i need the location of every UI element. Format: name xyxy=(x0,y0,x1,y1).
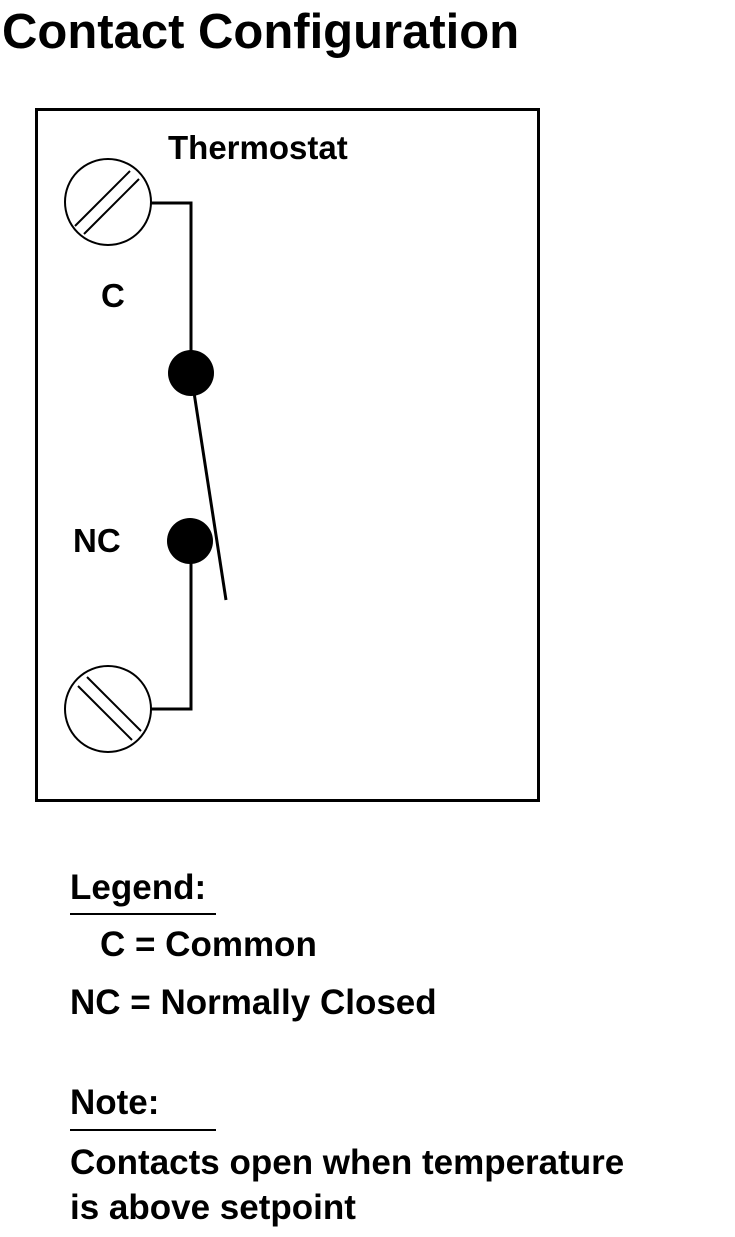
legend-underline xyxy=(70,913,216,915)
note-text: Contacts open when temperature is above … xyxy=(70,1140,624,1230)
terminal-c-label: C xyxy=(101,277,125,314)
nc-contact-icon xyxy=(167,518,213,564)
thermostat-box xyxy=(35,108,540,802)
thermostat-label: Thermostat xyxy=(168,129,348,166)
terminal-nc-label: NC xyxy=(73,522,121,559)
legend-entry-normally-closed: NC = Normally Closed xyxy=(70,983,437,1022)
common-wire xyxy=(151,201,193,373)
note-underline xyxy=(70,1129,216,1131)
note-heading: Note: xyxy=(70,1083,160,1122)
common-contact-icon xyxy=(168,350,214,396)
note-line: is above setpoint xyxy=(70,1188,356,1227)
note-line: Contacts open when temperature xyxy=(70,1143,625,1182)
page-title: Contact Configuration xyxy=(2,5,520,59)
legend-heading: Legend: xyxy=(70,868,207,907)
switch-blade xyxy=(189,372,228,601)
bottom-screw-terminal-icon xyxy=(64,665,152,753)
nc-wire xyxy=(151,541,193,711)
top-screw-terminal-icon xyxy=(64,158,152,246)
legend-entry-common: C = Common xyxy=(100,925,317,964)
